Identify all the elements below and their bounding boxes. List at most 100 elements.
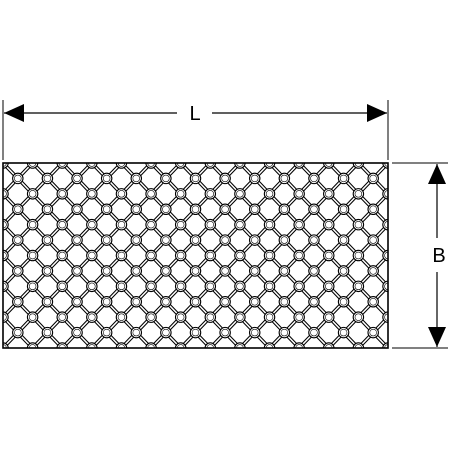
lattice-bar bbox=[3, 346, 5, 348]
lattice-ring-inner bbox=[295, 190, 303, 198]
lattice-ring-inner bbox=[206, 251, 215, 260]
lattice-bar-inner bbox=[150, 347, 153, 348]
lattice-ring-inner bbox=[88, 282, 96, 291]
lattice-bar-inner bbox=[209, 347, 212, 348]
lattice-ring-inner bbox=[176, 251, 185, 260]
lattice-ring-inner bbox=[58, 344, 66, 348]
lattice-ring-inner bbox=[369, 174, 377, 183]
lattice-ring-inner bbox=[295, 344, 303, 348]
lattice-bar bbox=[238, 346, 243, 348]
lattice-bar bbox=[386, 163, 388, 166]
lattice-bar-inner bbox=[387, 163, 388, 165]
lattice-bar bbox=[297, 346, 302, 348]
lattice-ring-inner bbox=[176, 190, 185, 198]
lattice-bar bbox=[119, 346, 124, 348]
lattice-ring-inner bbox=[117, 251, 126, 260]
lattice-ring-inner bbox=[265, 313, 274, 321]
lattice-ring-inner bbox=[280, 267, 289, 275]
lattice-ring-inner bbox=[162, 328, 170, 337]
lattice-bar-inner bbox=[268, 347, 271, 348]
lattice-ring-inner bbox=[354, 344, 363, 348]
lattice-ring-inner bbox=[73, 236, 81, 244]
lattice-ring-inner bbox=[14, 205, 22, 213]
lattice-bar bbox=[386, 222, 388, 228]
arrowhead-left bbox=[4, 104, 24, 122]
lattice-ring-inner bbox=[339, 267, 348, 275]
lattice-bar-inner bbox=[357, 347, 360, 348]
lattice-ring-inner bbox=[88, 313, 96, 321]
lattice-ring-inner bbox=[251, 205, 259, 213]
lattice-bar-inner bbox=[387, 347, 388, 348]
lattice-ring-inner bbox=[73, 174, 81, 183]
lattice-ring bbox=[3, 280, 9, 293]
lattice-ring-inner bbox=[325, 220, 333, 229]
lattice-ring-inner bbox=[147, 344, 155, 348]
lattice-ring-inner bbox=[117, 190, 126, 198]
lattice-bar bbox=[60, 346, 65, 348]
lattice-bar bbox=[355, 346, 361, 348]
lattice-ring-inner bbox=[132, 328, 140, 337]
lattice-ring-inner bbox=[354, 251, 363, 260]
grating-plate bbox=[2, 162, 389, 349]
lattice-ring-inner bbox=[176, 313, 185, 321]
lattice-ring-inner bbox=[310, 328, 318, 337]
lattice-bar-inner bbox=[120, 347, 123, 348]
lattice-pattern bbox=[3, 163, 388, 348]
lattice-ring-inner bbox=[295, 220, 303, 229]
lattice-ring-inner bbox=[14, 236, 22, 244]
lattice-bar-inner bbox=[61, 347, 64, 348]
lattice-bar bbox=[267, 346, 272, 348]
lattice-ring-inner bbox=[117, 220, 126, 229]
lattice-ring-inner bbox=[43, 328, 52, 337]
lattice-bar bbox=[385, 346, 388, 348]
lattice-bar-inner bbox=[387, 254, 388, 257]
lattice-ring-inner bbox=[58, 282, 66, 291]
lattice-ring-inner bbox=[221, 174, 229, 183]
lattice-ring-inner bbox=[236, 220, 244, 229]
lattice-ring-inner bbox=[73, 267, 81, 275]
lattice-ring-inner bbox=[295, 282, 303, 291]
lattice-ring-inner bbox=[369, 236, 377, 244]
lattice-ring-inner bbox=[221, 267, 229, 275]
lattice-ring-inner bbox=[102, 205, 111, 213]
lattice-ring-inner bbox=[325, 190, 333, 198]
lattice-bar-inner bbox=[209, 347, 212, 348]
lattice-bar bbox=[237, 346, 242, 348]
lattice-ring bbox=[3, 249, 9, 262]
lattice-bar-inner bbox=[120, 347, 123, 348]
lattice-ring-inner bbox=[369, 267, 377, 275]
lattice-ring-inner bbox=[3, 220, 7, 229]
lattice-bar bbox=[267, 346, 273, 348]
lattice-bar-inner bbox=[90, 347, 93, 348]
lattice-ring-inner bbox=[310, 298, 318, 306]
length-label: L bbox=[189, 103, 200, 125]
lattice-bar-inner bbox=[91, 347, 93, 348]
lattice-ring-inner bbox=[117, 344, 126, 348]
lattice-bar bbox=[30, 346, 36, 348]
lattice-bar bbox=[118, 346, 124, 348]
lattice-ring-inner bbox=[176, 344, 185, 348]
lattice-bar bbox=[208, 346, 213, 348]
lattice-ring-inner bbox=[28, 190, 37, 198]
lattice-bar-inner bbox=[386, 347, 388, 348]
lattice-ring-inner bbox=[384, 282, 388, 291]
lattice-ring-inner bbox=[43, 205, 52, 213]
lattice-bar-inner bbox=[328, 347, 330, 348]
lattice-ring-inner bbox=[251, 267, 259, 275]
lattice-ring-inner bbox=[354, 190, 363, 198]
lattice-ring-inner bbox=[3, 282, 7, 291]
lattice-bar bbox=[59, 346, 65, 348]
lattice-ring-inner bbox=[280, 298, 289, 306]
lattice-ring-inner bbox=[206, 344, 215, 348]
lattice-ring-inner bbox=[132, 298, 140, 306]
lattice-ring-inner bbox=[354, 282, 363, 291]
lattice-ring-inner bbox=[147, 251, 155, 260]
lattice-bar-inner bbox=[3, 347, 4, 348]
lattice-ring-inner bbox=[191, 328, 200, 337]
lattice-ring-inner bbox=[325, 282, 333, 291]
lattice-ring-inner bbox=[206, 282, 215, 291]
lattice-ring-inner bbox=[28, 251, 37, 260]
lattice-ring-inner bbox=[88, 220, 96, 229]
lattice-ring-inner bbox=[43, 174, 52, 183]
